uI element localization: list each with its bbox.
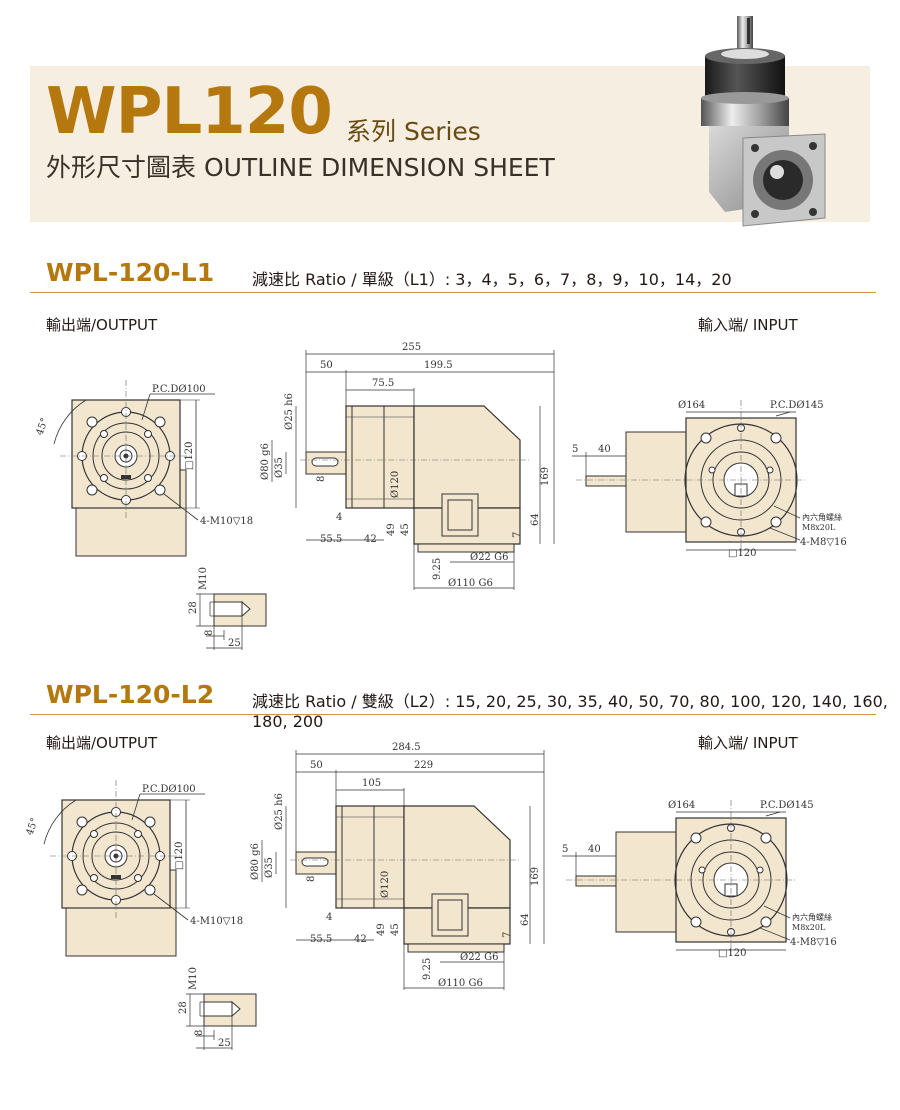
input-d164-label: Ø164 bbox=[678, 400, 705, 411]
w4-label: 4 bbox=[326, 912, 332, 923]
total-length-label: 284.5 bbox=[392, 742, 421, 753]
h45-label: 45 bbox=[400, 523, 411, 536]
h64-label: 64 bbox=[520, 913, 531, 926]
section-1-divider bbox=[30, 292, 876, 293]
shaft-label: Ø25 h6 bbox=[274, 793, 285, 830]
body-length-label: 199.5 bbox=[424, 360, 453, 371]
side-view: 284.5 50 229 105 Ø25 h6 Ø80 g6 Ø35 8 Ø12… bbox=[250, 742, 545, 990]
d120-label: Ø120 bbox=[390, 471, 401, 498]
d110-label: Ø110 G6 bbox=[438, 978, 483, 989]
d925-label: 9.25 bbox=[422, 958, 433, 980]
pilot-label: Ø80 g6 bbox=[250, 843, 261, 880]
d28-label: 28 bbox=[178, 1001, 189, 1014]
key-label: 8 bbox=[306, 876, 317, 882]
model-title: WPL120 bbox=[46, 75, 333, 149]
h7-label: 7 bbox=[502, 932, 513, 938]
section-1-ratio: 減速比 Ratio / 單級（L1）: 3，4，5，6，7，8，9，10，14，… bbox=[252, 270, 732, 289]
d35-label: Ø35 bbox=[264, 857, 275, 878]
w555-label: 55.5 bbox=[310, 934, 332, 945]
screw-note-1: 內六角螺絲 bbox=[792, 912, 832, 922]
screw-note-1: 內六角螺絲 bbox=[802, 512, 842, 522]
d110-label: Ø110 G6 bbox=[448, 578, 493, 589]
output-thread-label: 4-M10▽18 bbox=[190, 916, 243, 927]
d22-label: Ø22 G6 bbox=[470, 552, 508, 563]
w555-label: 55.5 bbox=[320, 534, 342, 545]
d8-label: 8 bbox=[194, 1030, 205, 1036]
m10-label: M10 bbox=[188, 967, 199, 990]
input-thread-label: 4-M8▽16 bbox=[800, 537, 847, 548]
len1-label: 75.5 bbox=[372, 378, 394, 389]
output-end-view: P.C.DØ100 □120 4-M10▽18 45° bbox=[24, 780, 243, 957]
input-end-view: Ø164 P.C.DØ145 5 40 內六角螺絲 M8x20L 4-M8▽16… bbox=[562, 800, 837, 959]
w4-label: 4 bbox=[336, 512, 342, 523]
flange-length-label: 50 bbox=[310, 760, 323, 771]
gearbox-product-image bbox=[701, 16, 826, 227]
thread-detail: M10 28 8 25 bbox=[178, 967, 257, 1050]
section-1-input-label: 輸入端/ INPUT bbox=[698, 316, 798, 334]
section-2-divider bbox=[30, 714, 876, 715]
d25-label: 25 bbox=[218, 1038, 231, 1049]
h49-label: 49 bbox=[376, 923, 387, 936]
h169-label: 169 bbox=[540, 467, 551, 486]
output-end-view: P.C.DØ100 □120 4-M10▽18 45° bbox=[34, 380, 253, 557]
section-2-input-label: 輸入端/ INPUT bbox=[698, 734, 798, 752]
flange-length-label: 50 bbox=[320, 360, 333, 371]
input-d164-label: Ø164 bbox=[668, 800, 695, 811]
h7-label: 7 bbox=[512, 532, 523, 538]
angle-label: 45° bbox=[24, 817, 40, 837]
section-1-output-label: 輸出端/OUTPUT bbox=[46, 316, 158, 334]
w42-label: 42 bbox=[354, 934, 367, 945]
total-length-label: 255 bbox=[402, 342, 421, 353]
sheet-subtitle: 外形尺寸圖表 OUTLINE DIMENSION SHEET bbox=[46, 153, 555, 182]
h45-label: 45 bbox=[390, 923, 401, 936]
section-2-title: WPL-120-L2 bbox=[46, 680, 215, 709]
body-length-label: 229 bbox=[414, 760, 433, 771]
input-w5-label: 5 bbox=[572, 444, 578, 455]
input-w40-label: 40 bbox=[588, 844, 601, 855]
input-pcd-label: P.C.DØ145 bbox=[760, 800, 814, 811]
output-thread-label: 4-M10▽18 bbox=[200, 516, 253, 527]
output-square-label: □120 bbox=[184, 441, 195, 470]
len1-label: 105 bbox=[362, 778, 381, 789]
input-w5-label: 5 bbox=[562, 844, 568, 855]
input-w40-label: 40 bbox=[598, 444, 611, 455]
w42-label: 42 bbox=[364, 534, 377, 545]
input-thread-label: 4-M8▽16 bbox=[790, 937, 837, 948]
series-label: 系列 Series bbox=[346, 117, 481, 146]
section-2-ratio: 減速比 Ratio / 雙級（L2）: 15, 20, 25, 30, 35, … bbox=[252, 692, 888, 731]
d35-label: Ø35 bbox=[274, 457, 285, 478]
h169-label: 169 bbox=[530, 867, 541, 886]
output-pcd-label: P.C.DØ100 bbox=[152, 384, 206, 395]
section-1-title: WPL-120-L1 bbox=[46, 258, 215, 287]
input-end-view: Ø164 P.C.DØ145 5 40 內六角螺絲 M8x20L 4-M8▽16… bbox=[572, 400, 847, 559]
output-pcd-label: P.C.DØ100 bbox=[142, 784, 196, 795]
d925-label: 9.25 bbox=[432, 558, 443, 580]
input-pcd-label: P.C.DØ145 bbox=[770, 400, 824, 411]
d25-label: 25 bbox=[228, 638, 241, 649]
input-square-label: □120 bbox=[728, 548, 757, 559]
output-square-label: □120 bbox=[174, 841, 185, 870]
thread-detail: M10 28 8 25 bbox=[188, 567, 267, 650]
side-view: 255 50 199.5 75.5 Ø25 h6 Ø80 g6 Ø35 8 Ø1… bbox=[260, 342, 555, 590]
key-label: 8 bbox=[316, 476, 327, 482]
h64-label: 64 bbox=[530, 513, 541, 526]
pilot-label: Ø80 g6 bbox=[260, 443, 271, 480]
h49-label: 49 bbox=[386, 523, 397, 536]
m10-label: M10 bbox=[198, 567, 209, 590]
d8-label: 8 bbox=[204, 630, 215, 636]
d22-label: Ø22 G6 bbox=[460, 952, 498, 963]
screw-note-2: M8x20L bbox=[792, 923, 826, 932]
screw-note-2: M8x20L bbox=[802, 523, 836, 532]
input-square-label: □120 bbox=[718, 948, 747, 959]
d28-label: 28 bbox=[188, 601, 199, 614]
section-2-output-label: 輸出端/OUTPUT bbox=[46, 734, 158, 752]
d120-label: Ø120 bbox=[380, 871, 391, 898]
shaft-label: Ø25 h6 bbox=[284, 393, 295, 430]
